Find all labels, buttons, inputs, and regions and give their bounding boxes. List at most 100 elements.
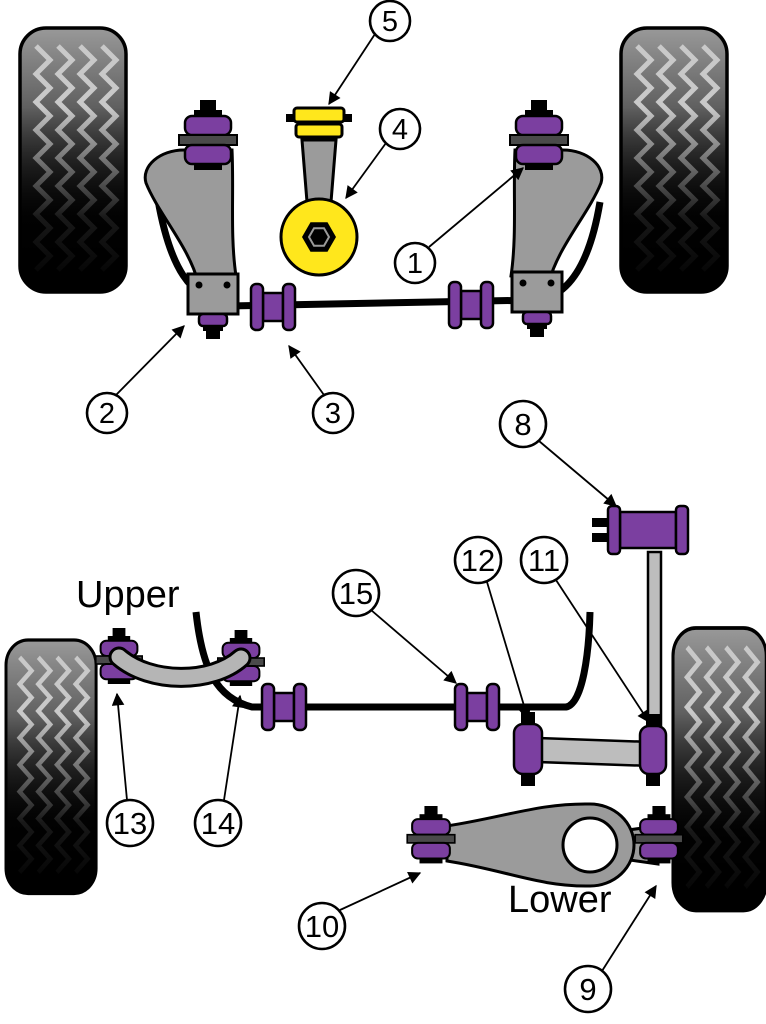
callout-5: 5 bbox=[328, 0, 412, 106]
mount-body bbox=[618, 510, 678, 550]
callout-10-number: 10 bbox=[305, 909, 339, 944]
callout-2-number: 2 bbox=[99, 398, 115, 430]
engine-mount bbox=[279, 106, 359, 277]
trailing-arm bbox=[536, 736, 654, 768]
callout-3: 3 bbox=[288, 344, 355, 435]
front-left-clamp bbox=[186, 272, 240, 339]
callout-11: 11 bbox=[519, 535, 650, 724]
front-left-control-arm bbox=[143, 148, 238, 284]
callout-13: 13 bbox=[105, 692, 155, 848]
callout-1-arrow bbox=[428, 167, 524, 248]
front-left-tire bbox=[20, 28, 126, 292]
nut bbox=[206, 331, 220, 339]
upper-arm bbox=[108, 646, 252, 688]
callout-13-arrow bbox=[111, 692, 128, 801]
callout-4: 4 bbox=[345, 107, 422, 200]
callout-4-arrow bbox=[345, 142, 387, 200]
mount-bolt bbox=[592, 533, 608, 542]
washer bbox=[203, 326, 223, 331]
callout-9-number: 9 bbox=[579, 972, 596, 1007]
callout-11-arrow bbox=[555, 579, 650, 724]
engine-mount-arm bbox=[300, 138, 338, 204]
rear-right-tire bbox=[673, 628, 766, 910]
callout-3-arrow bbox=[288, 344, 325, 396]
mount-flange bbox=[606, 504, 622, 556]
callout-13-number: 13 bbox=[113, 806, 147, 841]
callout-11-number: 11 bbox=[528, 543, 560, 578]
nut bbox=[521, 774, 535, 786]
callout-10: 10 bbox=[297, 872, 422, 951]
callout-circle bbox=[393, 241, 437, 285]
clamp-bolt bbox=[195, 281, 203, 289]
bracket-bolt bbox=[286, 114, 295, 122]
callout-14-arrow bbox=[223, 694, 245, 801]
drop-link bbox=[646, 550, 663, 728]
callout-9-arrow bbox=[601, 884, 657, 972]
callout-circle bbox=[378, 107, 422, 151]
callout-15-number: 15 bbox=[339, 576, 373, 611]
mount-bolt bbox=[592, 518, 608, 527]
callout-10-arrow bbox=[339, 872, 422, 911]
label-upper: Upper bbox=[76, 574, 180, 616]
engine-mount-bracket-lower bbox=[294, 122, 344, 139]
front-right-control-arm bbox=[509, 148, 604, 284]
callout-5-arrow bbox=[328, 33, 376, 106]
callout-12-arrow bbox=[486, 581, 531, 721]
callout-circle bbox=[331, 568, 381, 618]
callout-circle bbox=[453, 535, 503, 585]
label-lower: Lower bbox=[508, 879, 612, 921]
callout-2-arrow bbox=[115, 325, 185, 396]
callout-8: 8 bbox=[498, 399, 617, 507]
callout-circle bbox=[311, 391, 355, 435]
callout-1-number: 1 bbox=[407, 248, 423, 280]
callout-circle bbox=[498, 399, 548, 449]
bushing-body bbox=[512, 722, 544, 776]
rear-left-tire bbox=[6, 640, 96, 893]
rear-anti-roll-bar bbox=[192, 611, 594, 711]
nut bbox=[530, 329, 544, 337]
mount-flange bbox=[674, 504, 690, 556]
callout-15: 15 bbox=[331, 568, 457, 684]
engine-mount-nut bbox=[302, 222, 336, 252]
callout-12-number: 12 bbox=[461, 543, 495, 578]
clamp-bolt bbox=[223, 281, 231, 289]
callout-circle bbox=[105, 798, 155, 848]
callout-circle bbox=[519, 535, 569, 585]
callout-8-arrow bbox=[538, 440, 617, 507]
clamp-bushing bbox=[521, 310, 553, 326]
clamp-block bbox=[186, 272, 240, 316]
callout-14-number: 14 bbox=[201, 806, 235, 841]
washer bbox=[527, 324, 547, 329]
clamp-bolt bbox=[519, 279, 527, 287]
callout-5-number: 5 bbox=[382, 6, 398, 38]
bushing-body bbox=[638, 724, 668, 776]
lower-arm bbox=[445, 802, 636, 888]
callout-4-number: 4 bbox=[392, 114, 408, 146]
bracket-bolt bbox=[343, 114, 352, 122]
callout-15-arrow bbox=[370, 609, 457, 684]
clamp-bolt bbox=[547, 279, 555, 287]
callout-2: 2 bbox=[85, 325, 185, 435]
engine-mount-bracket bbox=[292, 106, 346, 124]
callout-9: 9 bbox=[563, 884, 657, 1014]
callout-circle bbox=[193, 798, 243, 848]
callout-8-number: 8 bbox=[514, 407, 531, 442]
upper-arm-body bbox=[111, 649, 249, 685]
front-right-clamp bbox=[510, 270, 564, 337]
callout-12: 12 bbox=[453, 535, 531, 721]
rear-arb-mount bbox=[592, 504, 690, 556]
trailing-arm-bushing-outer bbox=[638, 714, 668, 786]
callout-3-number: 3 bbox=[325, 398, 341, 430]
callout-circle bbox=[85, 391, 129, 435]
front-anti-roll-bar bbox=[154, 199, 604, 310]
callout-circle bbox=[368, 0, 412, 43]
callout-14: 14 bbox=[193, 694, 245, 848]
clamp-bushing bbox=[197, 312, 229, 328]
callout-1: 1 bbox=[393, 167, 524, 285]
nut-inner-edge bbox=[307, 227, 331, 247]
callout-circle bbox=[297, 901, 347, 951]
clamp-block bbox=[510, 270, 564, 314]
front-right-tire bbox=[621, 28, 727, 292]
